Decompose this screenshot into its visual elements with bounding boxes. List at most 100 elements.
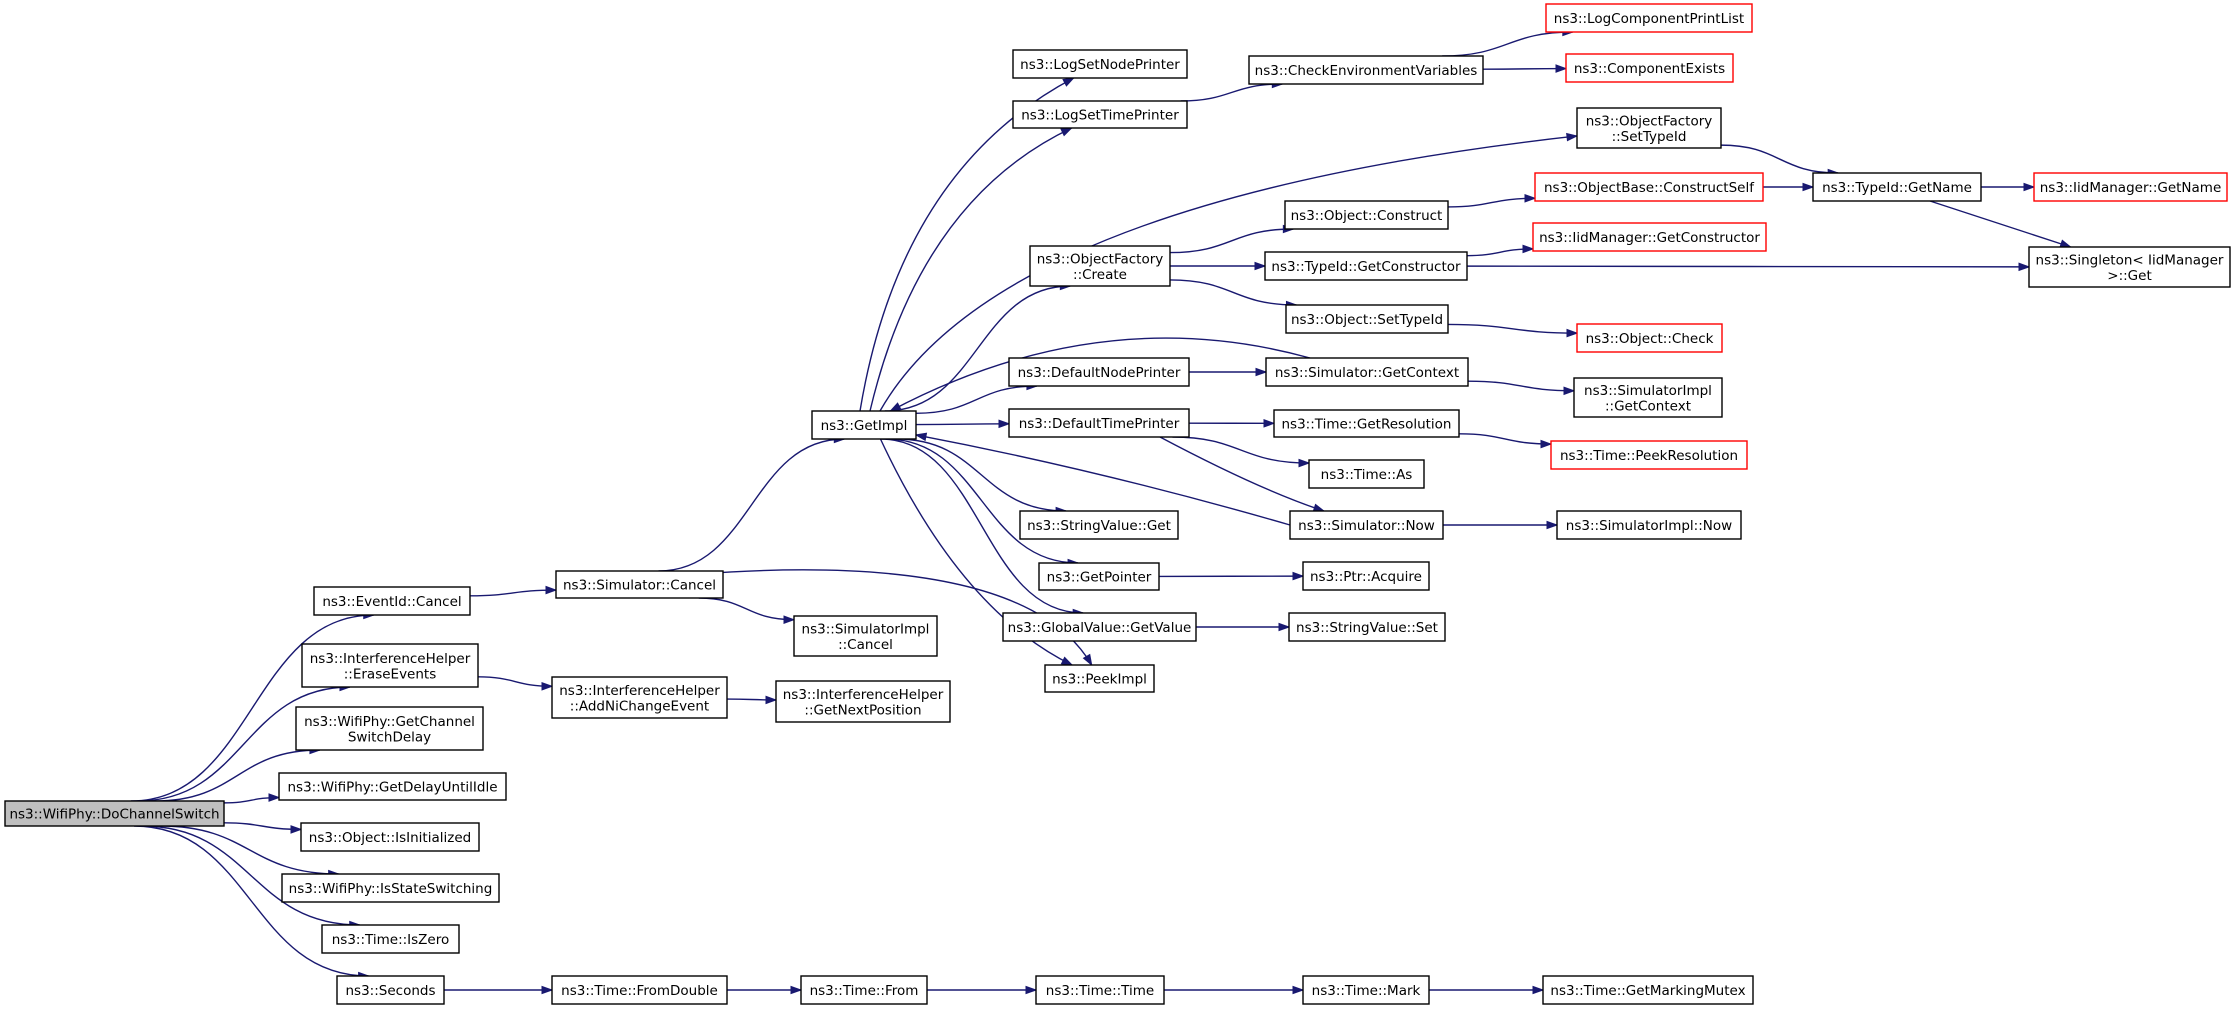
- node-label: ns3::Object::Check: [1586, 331, 1714, 347]
- node-simimpl_now[interactable]: ns3::SimulatorImpl::Now: [1556, 510, 1742, 540]
- node-time_from[interactable]: ns3::Time::From: [800, 975, 928, 1005]
- node-time_time[interactable]: ns3::Time::Time: [1035, 975, 1165, 1005]
- node-simimpl_cancel[interactable]: ns3::SimulatorImpl::Cancel: [793, 615, 938, 657]
- edge-eventid_cancel-to-sim_cancel: [469, 585, 558, 597]
- node-objfact_settypeid[interactable]: ns3::ObjectFactory::SetTypeId: [1576, 107, 1722, 149]
- node-box: [313, 586, 471, 616]
- node-box: [1012, 100, 1188, 129]
- node-comp_exists[interactable]: ns3::ComponentExists: [1565, 53, 1734, 83]
- node-typeid_getname[interactable]: ns3::TypeId::GetName: [1812, 172, 1982, 202]
- node-label: ns3::InterferenceHelper: [559, 683, 720, 699]
- node-box: [2033, 172, 2228, 202]
- node-label: SwitchDelay: [348, 729, 431, 745]
- node-label: ns3::CheckEnvironmentVariables: [1255, 63, 1478, 79]
- node-obj_isinit[interactable]: ns3::Object::IsInitialized: [300, 822, 480, 852]
- node-label: ns3::DefaultTimePrinter: [1019, 416, 1180, 432]
- node-box: [1534, 172, 1764, 202]
- node-typeid_getctor[interactable]: ns3::TypeId::GetConstructor: [1264, 251, 1468, 281]
- node-sim_cancel[interactable]: ns3::Simulator::Cancel: [555, 570, 724, 599]
- node-time_peekres[interactable]: ns3::Time::PeekResolution: [1550, 440, 1748, 470]
- node-time_fromdouble[interactable]: ns3::Time::FromDouble: [551, 975, 728, 1005]
- node-box: [1019, 510, 1179, 540]
- node-gv_getvalue[interactable]: ns3::GlobalValue::GetValue: [1002, 612, 1197, 642]
- node-box: [555, 570, 724, 599]
- node-strval_get[interactable]: ns3::StringValue::Get: [1019, 510, 1179, 540]
- node-wp_isstatesw[interactable]: ns3::WifiPhy::IsStateSwitching: [281, 873, 500, 903]
- node-box: [1285, 304, 1449, 334]
- edge-objfact_create-to-obj_construct: [1169, 224, 1295, 254]
- node-ptr_acquire[interactable]: ns3::Ptr::Acquire: [1302, 561, 1430, 591]
- node-checkenv[interactable]: ns3::CheckEnvironmentVariables: [1248, 55, 1484, 85]
- node-box: [1038, 562, 1160, 591]
- node-label: ns3::Object::Construct: [1291, 208, 1443, 224]
- node-label: ns3::IidManager::GetConstructor: [1539, 230, 1760, 246]
- edge-seconds-to-time_fromdouble: [444, 985, 554, 995]
- node-ih_erase[interactable]: ns3::InterferenceHelper::EraseEvents: [301, 643, 479, 688]
- node-box: [1284, 200, 1449, 230]
- node-iid_getname[interactable]: ns3::IidManager::GetName: [2033, 172, 2228, 202]
- node-logcomp_print[interactable]: ns3::LogComponentPrintList: [1545, 3, 1753, 33]
- edge-time_fromdouble-to-time_from: [727, 985, 803, 995]
- node-logsetnode[interactable]: ns3::LogSetNodePrinter: [1012, 49, 1188, 79]
- node-box: [295, 706, 484, 751]
- edge-deftime-to-time_getres: [1188, 419, 1276, 428]
- node-iid_getctor[interactable]: ns3::IidManager::GetConstructor: [1532, 222, 1767, 252]
- edge-deftime-to-time_as: [1172, 436, 1311, 468]
- node-simimpl_getcontext[interactable]: ns3::SimulatorImpl::GetContext: [1573, 377, 1723, 418]
- node-eventid_cancel[interactable]: ns3::EventId::Cancel: [313, 586, 471, 616]
- node-time_as[interactable]: ns3::Time::As: [1308, 459, 1425, 489]
- node-obj_check[interactable]: ns3::Object::Check: [1576, 323, 1723, 353]
- node-time_iszero[interactable]: ns3::Time::IsZero: [321, 924, 460, 954]
- edge-typeid_getname-to-singleton_get: [1929, 200, 2073, 248]
- node-getpointer[interactable]: ns3::GetPointer: [1038, 562, 1160, 591]
- node-time_getres[interactable]: ns3::Time::GetResolution: [1273, 409, 1460, 438]
- edge-getimpl-to-objfact_settypeid: [879, 132, 1579, 412]
- node-sim_getcontext[interactable]: ns3::Simulator::GetContext: [1265, 357, 1469, 387]
- node-defnode[interactable]: ns3::DefaultNodePrinter: [1008, 357, 1190, 387]
- node-ih_addni[interactable]: ns3::InterferenceHelper::AddNiChangeEven…: [551, 676, 728, 719]
- node-label: ns3::StringValue::Get: [1027, 518, 1171, 534]
- node-seconds[interactable]: ns3::Seconds: [336, 975, 445, 1005]
- node-singleton_get[interactable]: ns3::Singleton< IidManager >::Get: [2028, 246, 2231, 288]
- node-time_getmarkmutex[interactable]: ns3::Time::GetMarkingMutex: [1542, 975, 1754, 1005]
- node-deftime[interactable]: ns3::DefaultTimePrinter: [1008, 408, 1190, 438]
- node-label: ns3::Time::As: [1321, 467, 1413, 483]
- edge-obj_settypeid-to-obj_check: [1447, 323, 1579, 338]
- edge-root-to-obj_isinit: [223, 822, 303, 834]
- node-wp_getdelay[interactable]: ns3::WifiPhy::GetDelayUntilIdle: [278, 772, 507, 801]
- node-label: ::AddNiChangeEvent: [570, 698, 709, 714]
- node-logsettime[interactable]: ns3::LogSetTimePrinter: [1012, 100, 1188, 129]
- node-label: ns3::LogSetNodePrinter: [1020, 57, 1180, 73]
- node-peekimpl[interactable]: ns3::PeekImpl: [1044, 664, 1155, 693]
- node-box: [1573, 377, 1723, 418]
- node-box: [1302, 561, 1430, 591]
- node-label: >::Get: [2107, 268, 2151, 284]
- edge-typeid_getctor-to-singleton_get: [1466, 262, 2031, 272]
- node-label: ns3::Seconds: [346, 983, 436, 999]
- node-sim_now[interactable]: ns3::Simulator::Now: [1289, 510, 1444, 540]
- node-box: [336, 975, 445, 1005]
- node-time_mark[interactable]: ns3::Time::Mark: [1302, 975, 1430, 1005]
- node-box: [1289, 510, 1444, 540]
- node-obj_settypeid[interactable]: ns3::Object::SetTypeId: [1285, 304, 1449, 334]
- node-objfact_create[interactable]: ns3::ObjectFactory::Create: [1029, 245, 1171, 287]
- node-strval_set[interactable]: ns3::StringValue::Set: [1288, 612, 1446, 642]
- node-root[interactable]: ns3::WifiPhy::DoChannelSwitch: [4, 800, 225, 827]
- edge-sim_getcontext-to-getimpl: [889, 337, 1311, 412]
- node-box: [1035, 975, 1165, 1005]
- node-label: ns3::Time::GetMarkingMutex: [1550, 983, 1745, 999]
- node-box: [1008, 408, 1190, 438]
- node-objbase_constructself[interactable]: ns3::ObjectBase::ConstructSelf: [1534, 172, 1764, 202]
- node-ih_getnext[interactable]: ns3::InterferenceHelper::GetNextPosition: [775, 680, 951, 723]
- node-getimpl[interactable]: ns3::GetImpl: [811, 410, 917, 440]
- node-obj_construct[interactable]: ns3::Object::Construct: [1284, 200, 1449, 230]
- node-box: [1248, 55, 1484, 85]
- node-label: ns3::Object::IsInitialized: [309, 830, 471, 846]
- node-label: ::Cancel: [838, 637, 893, 653]
- node-label: ns3::Time::PeekResolution: [1560, 448, 1738, 464]
- node-label: ns3::WifiPhy::DoChannelSwitch: [9, 807, 219, 823]
- node-label: ns3::WifiPhy::GetChannel: [304, 714, 475, 730]
- node-box: [775, 680, 951, 723]
- edge-getimpl-to-objfact_create: [884, 281, 1072, 412]
